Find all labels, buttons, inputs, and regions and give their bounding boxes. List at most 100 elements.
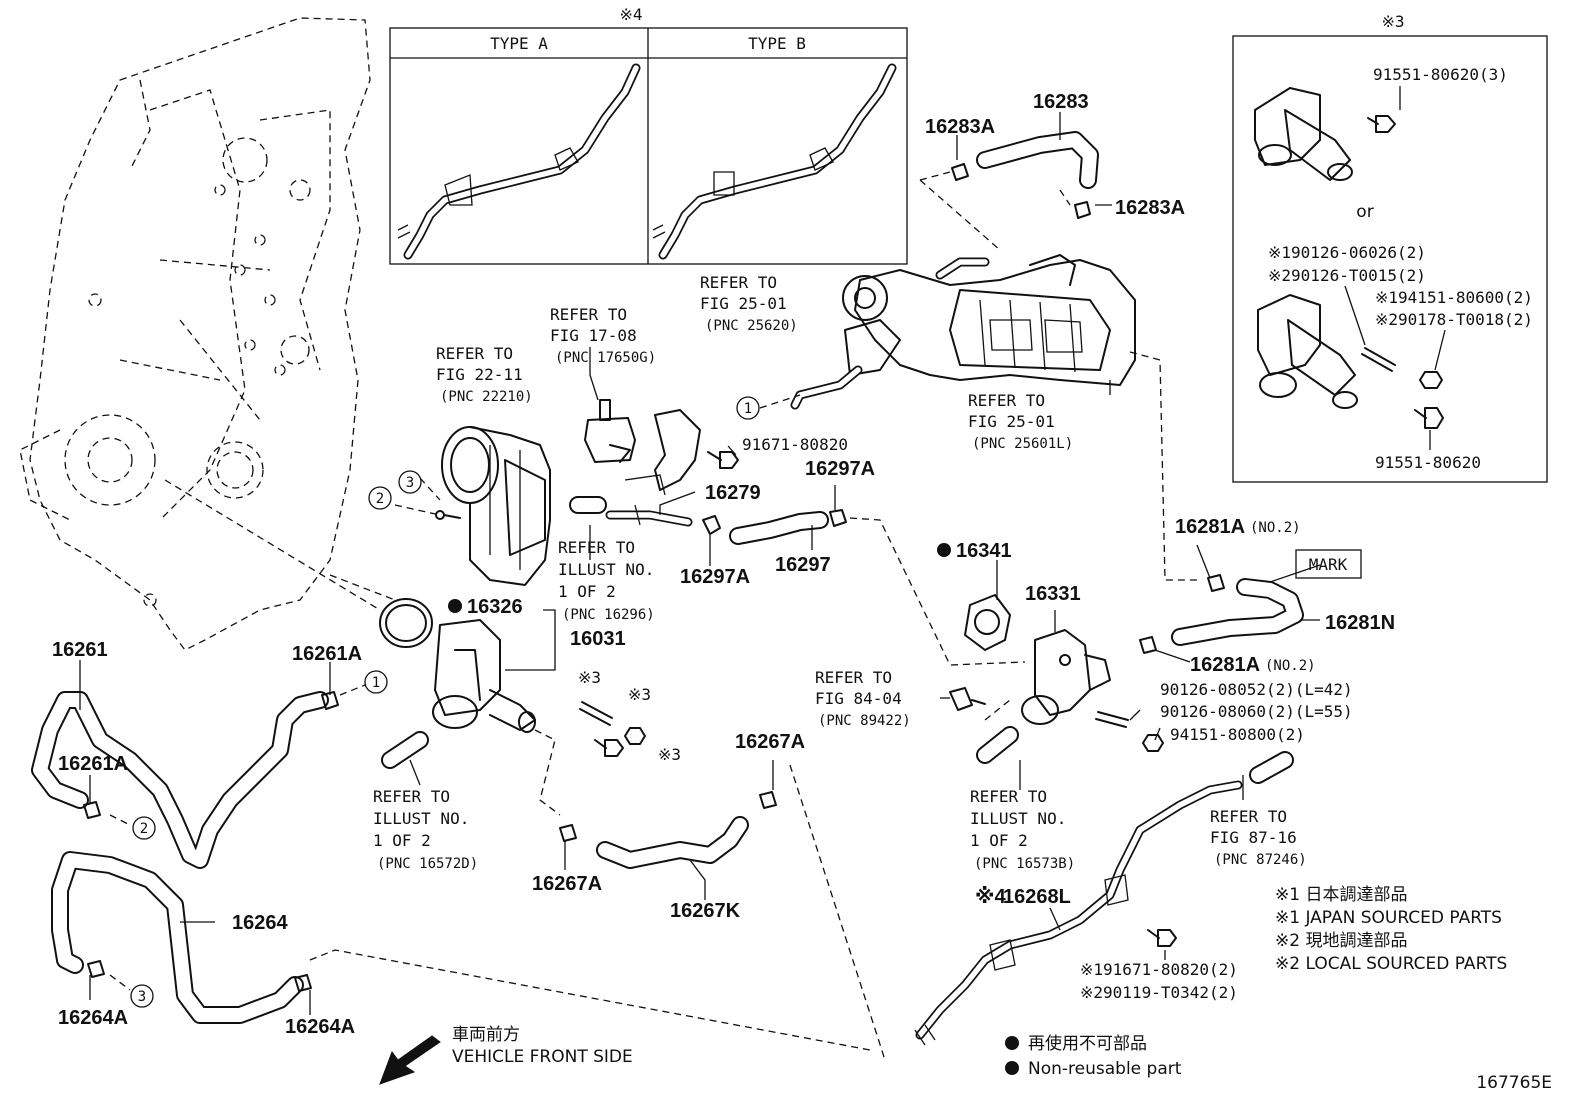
part-16279: 16279 [705, 482, 761, 504]
part-16264a-right: 16264A [285, 1016, 355, 1038]
bolt-90126-08052: 90126-08052(2)(L=42) [1160, 680, 1353, 699]
inset-s2-90178: ※290178-T0018(2) [1375, 310, 1533, 329]
star3-a: ※3 [578, 668, 601, 687]
pipe-ref-87246 [1249, 751, 1294, 784]
pipe-type-b [652, 63, 897, 260]
svg-text:MARK: MARK [1309, 555, 1348, 574]
part-16283a-top: 16283A [925, 116, 995, 138]
clamp-icon [1207, 574, 1225, 592]
clamp-icon [951, 163, 969, 181]
bolt-90126-08060: 90126-08060(2)(L=55) [1160, 702, 1353, 721]
svg-text:3: 3 [406, 475, 414, 491]
flange-top [1254, 87, 1353, 181]
circle-ref-3b: 3 [130, 984, 154, 1008]
part-16281n: 16281N [1325, 612, 1395, 634]
clamp-icon [87, 960, 105, 978]
part-16267a-upper: 16267A [735, 731, 805, 753]
stud-icon [1095, 711, 1129, 728]
star3-inset: ※3 91551-80620(3) or ※190126-06026(2) ※2… [1232, 12, 1548, 483]
svg-text:ILLUST NO.: ILLUST NO. [970, 809, 1066, 828]
part-16331: 16331 [1025, 583, 1081, 605]
type-b-label: TYPE B [748, 34, 806, 53]
part-16267a-lower: 16267A [532, 873, 602, 895]
part-16264a-left: 16264A [58, 1007, 128, 1029]
inset-s1-90126: ※190126-06026(2) [1268, 243, 1426, 262]
star4-prefix: ※4 [975, 886, 1006, 908]
svg-text:2: 2 [376, 491, 384, 507]
throttle-body [435, 426, 551, 586]
ref-fig-25-01-a: REFER TO FIG 25-01 (PNC 25620) [700, 273, 798, 334]
svg-text:REFER TO: REFER TO [373, 787, 450, 806]
gasket-16341 [964, 594, 1011, 651]
svg-text:(PNC 16572D): (PNC 16572D) [377, 856, 478, 872]
stud-icon [1361, 347, 1396, 372]
non-reusable-en: Non-reusable part [1028, 1059, 1182, 1079]
o-ring-16326 [379, 598, 433, 648]
vacuum-switching-valve [584, 399, 636, 463]
svg-text:1 OF 2: 1 OF 2 [970, 831, 1028, 850]
bolt-icon [594, 739, 624, 757]
part-16297a-upper: 16297A [805, 458, 875, 480]
svg-text:FIG 84-04: FIG 84-04 [815, 689, 902, 708]
svg-text:1: 1 [744, 401, 752, 417]
svg-text:ILLUST NO.: ILLUST NO. [558, 560, 654, 579]
or-label: or [1356, 202, 1373, 222]
dashed-connections [109, 171, 1200, 1061]
clamp-icon [559, 824, 577, 842]
circle-ref-3a: 3 [398, 470, 422, 494]
bolt-icon [1147, 929, 1177, 947]
part-16267k: 16267K [670, 900, 741, 922]
svg-text:FIG 87-16: FIG 87-16 [1210, 828, 1297, 847]
inset-s1-94151: ※194151-80600(2) [1375, 288, 1533, 307]
bolt-icon [1367, 115, 1396, 133]
svg-text:REFER TO: REFER TO [815, 668, 892, 687]
part-16261: 16261 [52, 639, 108, 661]
front-label-jp: 車両前方 [452, 1025, 520, 1045]
bolt-star2-90119: ※290119-T0342(2) [1080, 983, 1238, 1002]
part-16261a-upper: 16261A [292, 643, 362, 665]
non-reusable-bullet [937, 543, 951, 557]
svg-text:1 OF 2: 1 OF 2 [558, 582, 616, 601]
nut-icon [624, 727, 646, 745]
svg-text:2: 2 [140, 821, 148, 837]
clamp-icon [1139, 636, 1157, 654]
hose-16264 [51, 851, 312, 1024]
clamp-icon [1074, 201, 1091, 219]
part-16341: 16341 [956, 540, 1012, 562]
timing-chain-cover-outline [19, 17, 371, 651]
part-16268l: 16268L [1003, 886, 1071, 908]
front-arrow-icon [379, 1035, 441, 1085]
svg-text:FIG 17-08: FIG 17-08 [550, 326, 637, 345]
mark-label: MARK [1295, 549, 1362, 579]
svg-text:FIG 22-11: FIG 22-11 [436, 365, 523, 384]
pipe-type-a [397, 63, 641, 260]
hose-16297 [702, 509, 847, 545]
bolt-94151-80800: 94151-80800(2) [1170, 725, 1305, 744]
non-reusable-bullet [448, 599, 462, 613]
circle-ref-1b: 1 [364, 670, 388, 694]
svg-text:(PNC 17650G): (PNC 17650G) [555, 350, 656, 366]
inset-type-header: ※4 [619, 5, 642, 24]
ref-fig-25-01-b: REFER TO FIG 25-01 (PNC 25601L) [968, 391, 1073, 452]
no2-upper: (NO.2) [1250, 520, 1301, 536]
part-16283: 16283 [1033, 91, 1089, 113]
bolt-star1-91671: ※191671-80820(2) [1080, 960, 1238, 979]
part-16283a-right: 16283A [1115, 197, 1185, 219]
part-16326: 16326 [467, 596, 523, 618]
clamp-icon [759, 791, 777, 809]
temperature-sensor [949, 687, 986, 711]
hose-16283 [951, 131, 1099, 219]
svg-text:REFER TO: REFER TO [970, 787, 1047, 806]
circle-ref-1a: 1 [736, 396, 760, 420]
type-a-label: TYPE A [490, 34, 548, 53]
pipe-ref-16572d [381, 731, 429, 769]
pipe-ref-16573b [976, 726, 1019, 764]
non-reusable-legend: 再使用不可部品 Non-reusable part [1005, 1033, 1182, 1079]
part-16031: 16031 [570, 628, 626, 650]
part-16297: 16297 [775, 554, 831, 576]
bolt-icon [1414, 407, 1444, 429]
pipe-16268l [914, 780, 1243, 1046]
water-outlet-16331 [1021, 629, 1111, 725]
bolt-91671-80820: 91671-80820 [742, 435, 848, 454]
